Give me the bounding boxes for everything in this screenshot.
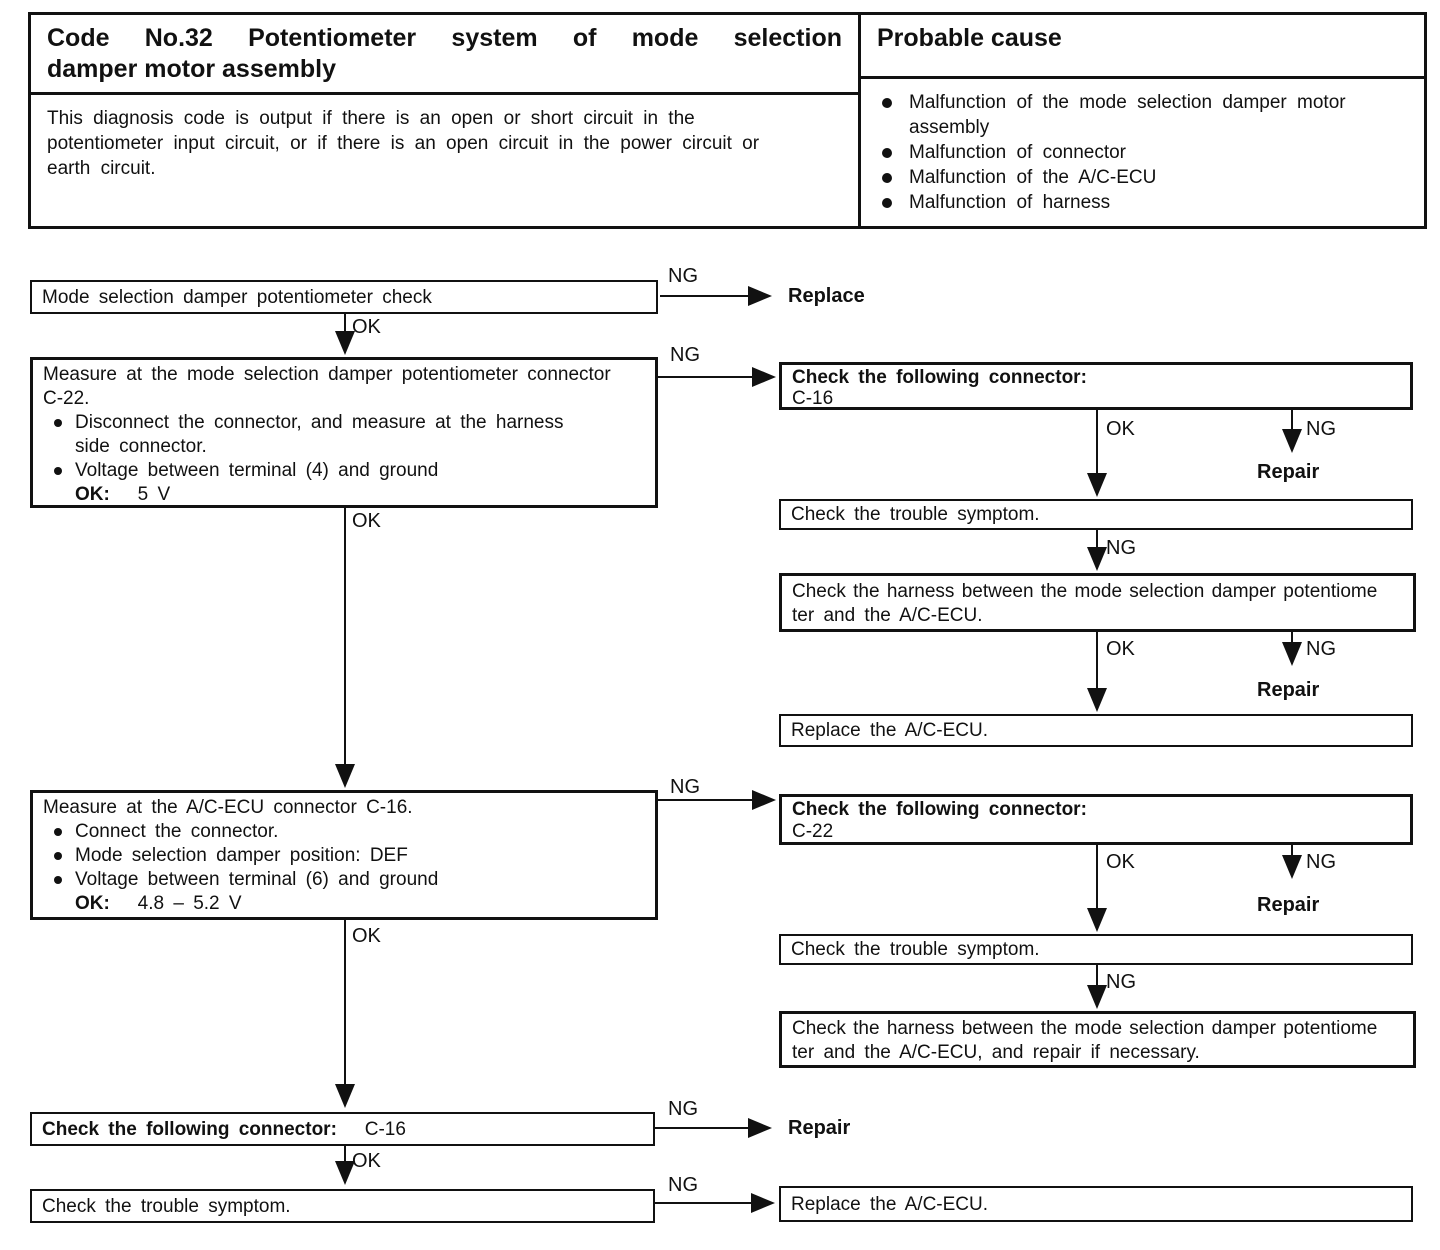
bullet-icon xyxy=(54,419,62,427)
list-item-text: Malfunction of the A/C-ECU xyxy=(909,167,1157,188)
step-bullet-text: Disconnect the connector, and measure at… xyxy=(75,412,564,433)
result-text-line2: C-22 xyxy=(792,821,834,842)
bullet-icon xyxy=(882,198,892,208)
ng-label: NG xyxy=(668,1174,698,1196)
step-text-line: Measure at the A/C-ECU connector C-16. xyxy=(43,797,413,818)
step-text-bold: Check the following connector: xyxy=(42,1119,337,1140)
repair-label: Repair xyxy=(1257,894,1320,916)
step-box-measure-c22: Measure at the mode selection damper pot… xyxy=(30,357,658,508)
bullet-icon xyxy=(54,876,62,884)
step-box-check-connector-c16: Check the following connector: C-16 xyxy=(30,1112,655,1146)
replace-label: Replace xyxy=(788,285,865,307)
result-text-line2: ter and the A/C-ECU. xyxy=(792,605,983,626)
step-text-line: C-22. xyxy=(43,388,90,409)
step-bullet-text: Connect the connector. xyxy=(75,821,279,842)
list-item: Malfunction of the mode selection damper… xyxy=(861,90,1416,115)
result-box-trouble-symptom-2: Check the trouble symptom. xyxy=(779,934,1413,965)
probable-cause-column: Probable cause Malfunction of the mode s… xyxy=(861,15,1424,226)
step-bullet: Connect the connector. xyxy=(43,820,645,844)
ok-label: OK xyxy=(1106,418,1135,440)
result-text-line1: Check the harness between the mode selec… xyxy=(792,581,1378,602)
ok-spec-key: OK: xyxy=(75,893,110,914)
code-title-line1: Code No.32 Potentiometer system of mode … xyxy=(47,24,842,52)
step-box-potentiometer-check: Mode selection damper potentiometer chec… xyxy=(30,280,658,314)
diagnosis-code-table: Code No.32 Potentiometer system of mode … xyxy=(28,12,1427,229)
ok-spec-value: 4.8 – 5.2 V xyxy=(137,893,242,914)
list-item: Malfunction of connector xyxy=(861,140,1416,165)
ng-label: NG xyxy=(1106,537,1136,559)
ng-label: NG xyxy=(1106,971,1136,993)
result-box-check-connector-c16: Check the following connector: C-16 xyxy=(779,362,1413,410)
step-bullet: Voltage between terminal (6) and ground xyxy=(43,868,645,892)
repair-label: Repair xyxy=(788,1117,851,1139)
result-text-bold: Check the following connector: xyxy=(792,799,1087,820)
probable-cause-title: Probable cause xyxy=(861,15,1424,79)
ng-label: NG xyxy=(1306,851,1336,873)
description-line: potentiometer input circuit, or if there… xyxy=(47,133,760,154)
description-line: earth circuit. xyxy=(47,158,156,179)
ok-spec-key: OK: xyxy=(75,484,110,505)
ng-label: NG xyxy=(670,344,700,366)
bullet-icon xyxy=(882,173,892,183)
result-box-check-harness-2: Check the harness between the mode selec… xyxy=(779,1011,1416,1068)
bullet-icon xyxy=(882,148,892,158)
step-bullet-continuation: side connector. xyxy=(75,436,207,457)
step-box-trouble-symptom: Check the trouble symptom. xyxy=(30,1189,655,1223)
bullet-icon xyxy=(54,467,62,475)
ng-label: NG xyxy=(1306,638,1336,660)
list-item: Malfunction of the A/C-ECU xyxy=(861,165,1416,190)
result-box-check-connector-c22: Check the following connector: C-22 xyxy=(779,794,1413,845)
bullet-icon xyxy=(54,828,62,836)
code-title-line2: damper motor assembly xyxy=(47,55,336,83)
list-item-text: Malfunction of the mode selection damper… xyxy=(909,92,1346,113)
list-item-text: Malfunction of harness xyxy=(909,192,1111,213)
step-bullet-text: Voltage between terminal (6) and ground xyxy=(75,869,439,890)
step-bullet-text: Mode selection damper position: DEF xyxy=(75,845,408,866)
probable-cause-list: Malfunction of the mode selection damper… xyxy=(861,79,1424,226)
ok-label: OK xyxy=(352,925,381,947)
step-bullet: Mode selection damper position: DEF xyxy=(43,844,645,868)
result-text-line1: Check the harness between the mode selec… xyxy=(792,1018,1378,1039)
ok-spec-value: 5 V xyxy=(137,484,171,505)
result-text-line2: ter and the A/C-ECU, and repair if neces… xyxy=(792,1042,1200,1063)
step-text-line: Measure at the mode selection damper pot… xyxy=(43,364,611,385)
step-bullet: Disconnect the connector, and measure at… xyxy=(43,411,645,435)
ng-label: NG xyxy=(670,776,700,798)
list-item-text: Malfunction of connector xyxy=(909,142,1127,163)
list-item: Malfunction of harness xyxy=(861,190,1416,215)
code-description: This diagnosis code is output if there i… xyxy=(31,95,858,192)
step-bullet: Voltage between terminal (4) and ground xyxy=(43,459,645,483)
ng-label: NG xyxy=(1306,418,1336,440)
repair-label: Repair xyxy=(1257,679,1320,701)
ok-label: OK xyxy=(352,1150,381,1172)
ok-label: OK xyxy=(352,510,381,532)
code-column: Code No.32 Potentiometer system of mode … xyxy=(31,15,861,226)
step-text-rest: C-16 xyxy=(364,1119,406,1140)
ok-label: OK xyxy=(352,316,381,338)
description-line: This diagnosis code is output if there i… xyxy=(47,108,695,129)
code-title: Code No.32 Potentiometer system of mode … xyxy=(31,15,858,95)
result-box-trouble-symptom-1: Check the trouble symptom. xyxy=(779,499,1413,530)
step-bullet-text: Voltage between terminal (4) and ground xyxy=(75,460,439,481)
list-item-continuation: assembly xyxy=(909,117,990,138)
result-text-bold: Check the following connector: xyxy=(792,367,1087,388)
step-box-measure-c16: Measure at the A/C-ECU connector C-16. C… xyxy=(30,790,658,920)
ok-label: OK xyxy=(1106,638,1135,660)
bullet-icon xyxy=(54,852,62,860)
ok-label: OK xyxy=(1106,851,1135,873)
ok-spec-line: OK: 5 V xyxy=(75,483,645,505)
result-box-replace-ecu-1: Replace the A/C-ECU. xyxy=(779,714,1413,747)
ng-label: NG xyxy=(668,265,698,287)
bullet-icon xyxy=(882,98,892,108)
repair-label: Repair xyxy=(1257,461,1320,483)
ok-spec-line: OK: 4.8 – 5.2 V xyxy=(75,892,645,916)
result-box-replace-ecu-2: Replace the A/C-ECU. xyxy=(779,1186,1413,1222)
result-text-line2: C-16 xyxy=(792,388,834,409)
result-box-check-harness-1: Check the harness between the mode selec… xyxy=(779,573,1416,632)
ng-label: NG xyxy=(668,1098,698,1120)
